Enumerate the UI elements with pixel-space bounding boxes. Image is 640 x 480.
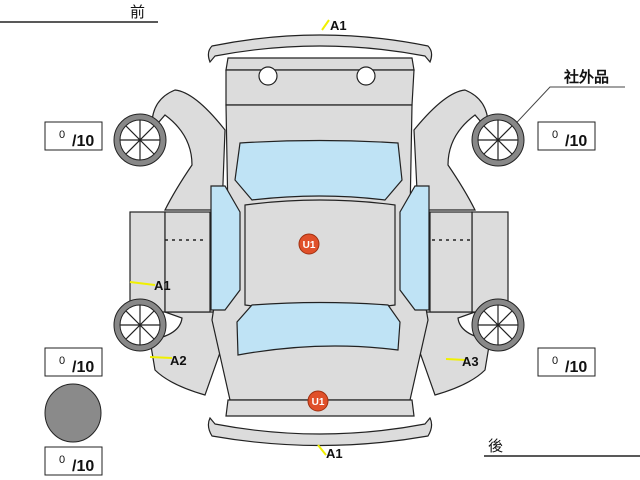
svg-text:A2: A2 [170, 353, 187, 368]
rear-right-wheel [471, 298, 525, 352]
rear-right-fender [411, 311, 491, 396]
rear-bumper [207, 416, 433, 447]
front-right-wheel [471, 113, 525, 167]
svg-text:A1: A1 [154, 278, 171, 293]
damage-mark-front-bumper: A1 [321, 18, 347, 33]
svg-text:/10: /10 [72, 359, 94, 376]
score-rear-right: 0 /10 [537, 347, 596, 377]
svg-text:/10: /10 [565, 359, 587, 376]
svg-text:A1: A1 [330, 18, 347, 33]
aftermarket-label: 社外品 [563, 68, 609, 86]
front-grille [225, 57, 415, 71]
damage-mark-left-rocker: A1 [129, 278, 171, 293]
svg-text:/10: /10 [565, 133, 587, 150]
score-front-right: 0 /10 [537, 121, 596, 151]
windshield [234, 139, 403, 201]
svg-text:0: 0 [552, 355, 558, 367]
svg-text:U1: U1 [312, 397, 325, 408]
score-spare: 0 /10 [44, 446, 103, 476]
damage-mark-left-rear-fender: A2 [149, 353, 187, 368]
svg-text:0: 0 [59, 355, 65, 367]
damage-mark-rear-bumper: A1 [317, 444, 343, 461]
headlight-left [258, 66, 278, 86]
aftermarket-leader [504, 86, 625, 136]
rear-label: 後 [488, 437, 503, 455]
score-rear-left: 0 /10 [44, 347, 103, 377]
front-label: 前 [130, 3, 145, 21]
svg-text:U1: U1 [303, 240, 316, 251]
svg-text:/10: /10 [72, 458, 94, 475]
svg-text:0: 0 [552, 129, 558, 141]
score-front-left: 0 /10 [44, 121, 103, 151]
front-left-wheel [113, 113, 167, 167]
rear-left-fender [149, 311, 229, 396]
hood-front [225, 69, 415, 106]
rear-left-wheel [113, 298, 167, 352]
svg-text:A3: A3 [462, 354, 479, 369]
spare-tire-icon [44, 383, 102, 443]
right-rocker [471, 211, 509, 313]
svg-text:/10: /10 [72, 133, 94, 150]
rear-window [236, 301, 401, 356]
left-doors [164, 211, 211, 313]
right-side-window [399, 185, 430, 311]
damage-mark-trunk: U1 [307, 390, 329, 412]
front-bumper [207, 34, 433, 64]
left-rocker [129, 211, 166, 313]
left-side-window [210, 185, 241, 311]
damage-mark-right-rear-fender: A3 [445, 354, 479, 369]
headlight-right [356, 66, 376, 86]
svg-text:A1: A1 [326, 446, 343, 461]
svg-text:0: 0 [59, 129, 65, 141]
svg-text:0: 0 [59, 454, 65, 466]
roof [244, 199, 396, 311]
right-doors [429, 211, 473, 313]
damage-mark-roof: U1 [298, 233, 320, 255]
